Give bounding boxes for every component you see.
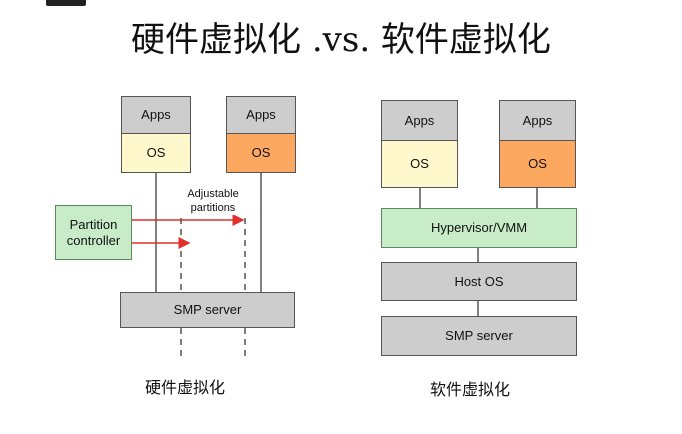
left-os-box-2: OS bbox=[226, 133, 296, 173]
host-os-box: Host OS bbox=[381, 262, 577, 301]
left-apps-box-1: Apps bbox=[121, 96, 191, 134]
right-apps-box-1: Apps bbox=[381, 100, 458, 141]
left-apps-box-2: Apps bbox=[226, 96, 296, 134]
partition-controller-box: Partition controller bbox=[55, 205, 132, 260]
left-smp-server-box: SMP server bbox=[120, 292, 295, 328]
hypervisor-box: Hypervisor/VMM bbox=[381, 208, 577, 248]
right-apps-box-2: Apps bbox=[499, 100, 576, 141]
right-os-box-2: OS bbox=[499, 140, 576, 188]
left-caption: 硬件虚拟化 bbox=[145, 378, 226, 397]
adjustable-partitions-label: Adjustable partitions bbox=[176, 187, 250, 215]
page-title: 硬件虚拟化 .vs. 软件虚拟化 bbox=[131, 20, 551, 60]
top-edge-mark bbox=[46, 0, 86, 6]
right-os-box-1: OS bbox=[381, 140, 458, 188]
left-os-box-1: OS bbox=[121, 133, 191, 173]
right-smp-server-box: SMP server bbox=[381, 316, 577, 356]
right-caption: 软件虚拟化 bbox=[430, 380, 511, 399]
